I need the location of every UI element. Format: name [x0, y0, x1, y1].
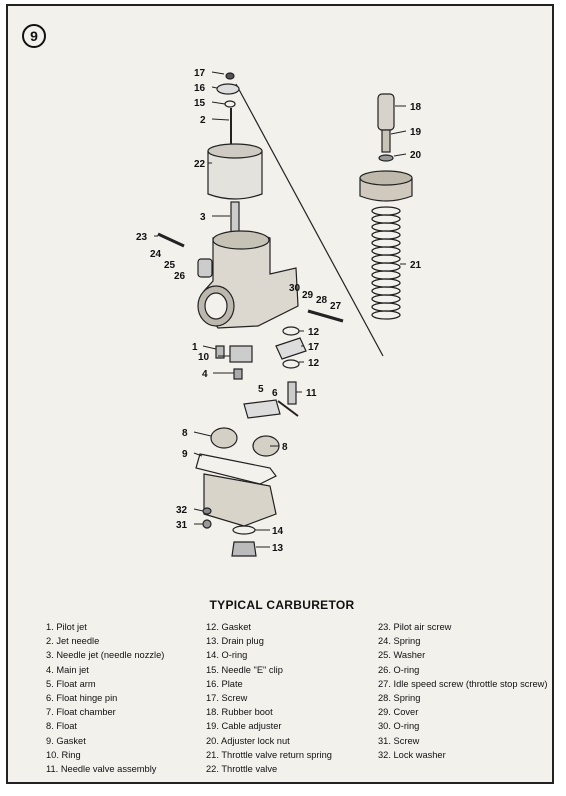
- callout-18: 18: [410, 102, 422, 113]
- legend-column-1: 1. Pilot jet 2. Jet needle 3. Needle jet…: [46, 620, 164, 776]
- legend-item: 16. Plate: [206, 678, 243, 689]
- legend-item: 31. Screw: [378, 735, 420, 746]
- callout-21: 21: [410, 260, 422, 271]
- main-jet-part: [233, 368, 243, 380]
- rubber-boot-part: [377, 93, 395, 131]
- callout-32: 32: [176, 505, 188, 516]
- callout-23: 23: [136, 232, 148, 243]
- legend-item: 22. Throttle valve: [206, 764, 278, 775]
- callout-13: 13: [272, 543, 284, 554]
- callout-10: 10: [198, 352, 210, 363]
- legend-item: 5. Float arm: [46, 678, 96, 689]
- legend-item: 25. Washer: [378, 650, 426, 661]
- callout-3: 3: [200, 212, 206, 223]
- pilot-jet-part: [215, 345, 225, 359]
- callout-4: 4: [202, 369, 208, 380]
- callout-27: 27: [330, 301, 342, 312]
- callout-8a: 8: [182, 428, 188, 439]
- legend-item: 7. Float chamber: [46, 707, 116, 718]
- manual-page: 9: [6, 4, 554, 784]
- legend-item: 27. Idle speed screw (throttle stop scre…: [378, 678, 548, 689]
- legend-item: 17. Screw: [206, 693, 248, 704]
- callout-26: 26: [174, 271, 186, 282]
- callout-29: 29: [302, 290, 314, 301]
- callout-8b: 8: [282, 442, 288, 453]
- legend-item: 20. Adjuster lock nut: [206, 735, 290, 746]
- needle-valve-part: [287, 381, 297, 405]
- carburetor-exploded-diagram: 17 16 15 2 22 3 23 24 25 26 18 19 20 21 …: [136, 68, 422, 557]
- alignment-guide-line: [235, 83, 384, 357]
- legend-column-3: 23. Pilot air screw 24. Spring 25. Washe…: [378, 620, 547, 762]
- callout-11: 11: [306, 388, 317, 399]
- gasket-9-part: [195, 453, 277, 485]
- page-number-badge: 9: [22, 24, 46, 48]
- legend-item: 30. O-ring: [378, 721, 420, 732]
- legend-item: 15. Needle "E" clip: [206, 664, 283, 675]
- ring-part: [229, 345, 253, 363]
- callout-16: 16: [194, 83, 206, 94]
- needle-jet-part: [230, 201, 240, 233]
- callout-20: 20: [410, 150, 422, 161]
- float-arm-part: [243, 399, 281, 419]
- drain-plug-part: [231, 541, 257, 557]
- cable-adjuster-part: [381, 129, 391, 153]
- legend-item: 12. Gasket: [206, 622, 251, 632]
- callout-6: 6: [272, 388, 278, 399]
- legend-item: 24. Spring: [378, 636, 421, 647]
- callout-15: 15: [194, 98, 206, 109]
- callout-25: 25: [164, 260, 176, 271]
- legend-item: 28. Spring: [378, 693, 421, 704]
- callout-1: 1: [192, 342, 198, 353]
- callout-24: 24: [150, 249, 162, 260]
- float-chamber-part: [203, 473, 277, 527]
- screw-17-part: [225, 72, 235, 80]
- legend-item: 6. Float hinge pin: [46, 693, 118, 704]
- float-left-part: [210, 427, 238, 449]
- legend-item: 13. Drain plug: [206, 636, 264, 647]
- callout-17b: 17: [308, 342, 320, 353]
- legend-item: 9. Gasket: [46, 735, 86, 746]
- float-hinge-pin-part: [277, 400, 299, 417]
- lock-nut-part: [378, 154, 394, 162]
- legend-column-2: 12. Gasket 13. Drain plug 14. O-ring 15.…: [206, 620, 332, 776]
- callout-14: 14: [272, 526, 284, 537]
- cable-bracket-part: [275, 337, 307, 360]
- diagram-title: TYPICAL CARBURETOR: [209, 598, 355, 612]
- callout-9: 9: [182, 449, 188, 460]
- legend-item: 2. Jet needle: [46, 636, 100, 647]
- callout-12a: 12: [308, 327, 320, 338]
- legend-item: 19. Cable adjuster: [206, 721, 282, 732]
- callout-22: 22: [194, 159, 206, 170]
- callout-17a: 17: [194, 68, 206, 79]
- legend-item: 21. Throttle valve return spring: [206, 749, 332, 760]
- legend-item: 3. Needle jet (needle nozzle): [46, 650, 165, 661]
- callout-30: 30: [289, 283, 301, 294]
- legend-item: 10. Ring: [46, 749, 81, 760]
- pilot-air-screw-part: [157, 232, 185, 248]
- legend-item: 23. Pilot air screw: [378, 622, 452, 632]
- legend-item: 8. Float: [46, 721, 78, 732]
- legend-item: 18. Rubber boot: [206, 707, 273, 718]
- legend-item: 32. Lock washer: [378, 749, 446, 760]
- return-spring-part: [371, 206, 401, 320]
- legend-item: 11. Needle valve assembly: [46, 764, 157, 775]
- legend-item: 29. Cover: [378, 707, 419, 718]
- idle-speed-screw-part: [307, 309, 344, 323]
- callout-5: 5: [258, 384, 264, 395]
- legend-item: 1. Pilot jet: [46, 622, 87, 632]
- callout-2: 2: [200, 115, 206, 126]
- legend-item: 26. O-ring: [378, 664, 420, 675]
- callout-19: 19: [410, 127, 422, 138]
- e-clip-part: [224, 100, 236, 108]
- callout-28: 28: [316, 295, 328, 306]
- legend-item: 4. Main jet: [46, 664, 89, 675]
- legend-item: 14. O-ring: [206, 650, 248, 661]
- callout-12b: 12: [308, 358, 320, 369]
- oring-14-part: [232, 525, 256, 535]
- gasket-12-part: [282, 326, 300, 336]
- callout-31: 31: [176, 520, 188, 531]
- plate-part: [216, 83, 240, 95]
